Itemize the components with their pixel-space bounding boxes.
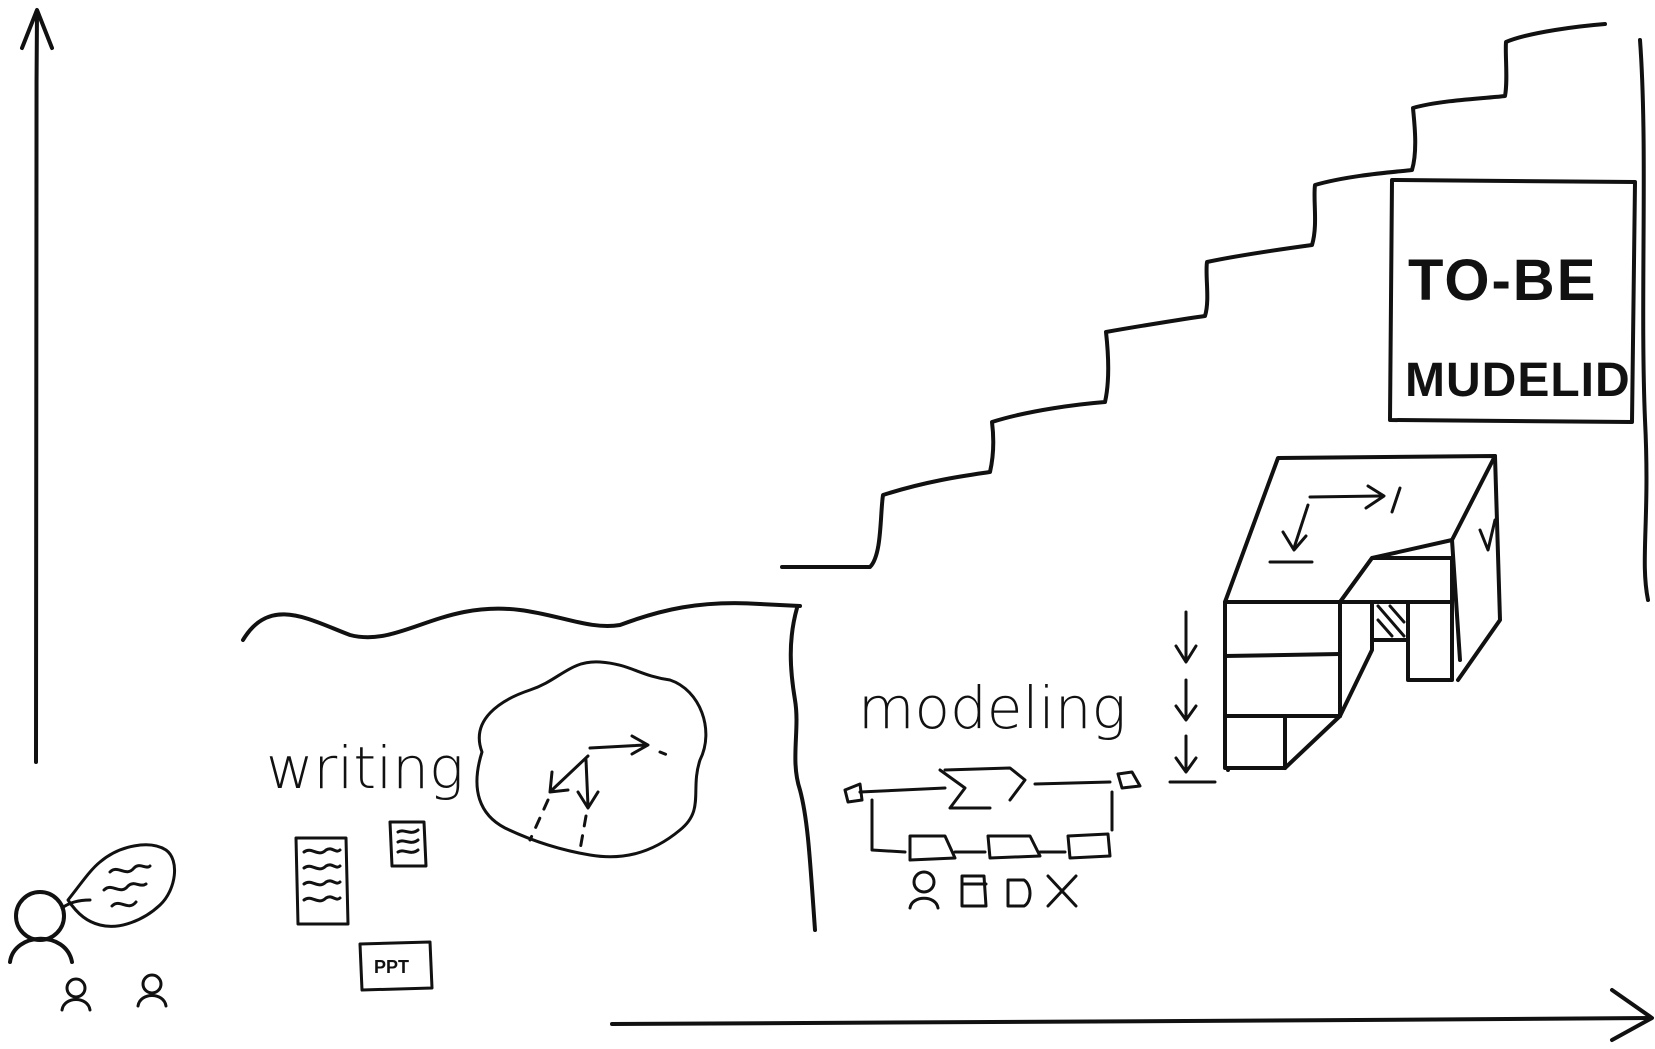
down-arrows xyxy=(1168,610,1217,784)
people-icon xyxy=(8,890,168,1012)
to-be-title: TO-BE xyxy=(1408,248,1597,313)
to-be-subtitle: MUDELID xyxy=(1405,354,1631,407)
building-model-icon xyxy=(1223,454,1502,772)
ppt-document-icon: PPT xyxy=(358,940,434,992)
to-be-models-box: TO-BE MUDELID xyxy=(1388,178,1637,424)
staircase-icon xyxy=(780,22,1607,569)
ppt-label: PPT xyxy=(374,957,409,977)
process-flow-icon xyxy=(843,766,1142,910)
wave-line xyxy=(241,601,802,642)
speech-bubble-icon xyxy=(66,843,177,928)
page-edge-line xyxy=(1638,38,1650,602)
writing-label: writing xyxy=(266,734,464,802)
document-icon xyxy=(294,820,428,926)
modeling-label: modeling xyxy=(858,674,1126,742)
cliff-edge xyxy=(788,606,817,932)
x-axis-arrow xyxy=(610,988,1654,1042)
idea-cloud-icon xyxy=(475,660,708,859)
y-axis-arrow xyxy=(20,8,54,764)
